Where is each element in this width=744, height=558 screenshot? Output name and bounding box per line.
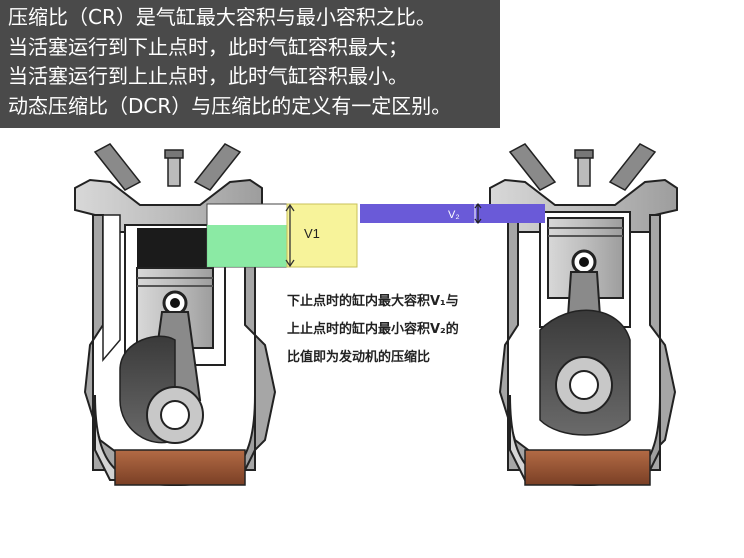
v2-volume-highlight: V₂ xyxy=(360,203,545,224)
header-banner: 压缩比（CR）是气缸最大容积与最小容积之比。 当活塞运行到下止点时，此时气缸容积… xyxy=(0,0,500,128)
header-line-2: 当活塞运行到下止点时，此时气缸容积最大； xyxy=(8,34,408,59)
header-line-1: 压缩比（CR）是气缸最大容积与最小容积之比。 xyxy=(8,5,436,29)
header-line-4: 动态压缩比（DCR）与压缩比的定义有一定区别。 xyxy=(8,93,452,118)
left-valve-springs xyxy=(93,143,242,191)
right-valve-springs xyxy=(508,143,657,191)
v1-volume-highlight: V1 xyxy=(206,203,358,268)
caption-line-2: 上止点时的缸内最小容积V₂的 xyxy=(287,322,459,337)
compression-ratio-caption: 下止点时的缸内最大容积V₁与 上止点时的缸内最小容积V₂的 比值即为发动机的压缩… xyxy=(287,288,547,372)
caption-line-3: 比值即为发动机的压缩比 xyxy=(287,350,431,365)
caption-line-1: 下止点时的缸内最大容积V₁与 xyxy=(287,294,459,309)
header-line-3: 当活塞运行到上止点时，此时气缸容积最小。 xyxy=(8,64,408,88)
engine-left-bdc xyxy=(74,143,277,487)
v1-label: V1 xyxy=(304,226,320,241)
v2-label: V₂ xyxy=(448,209,460,221)
